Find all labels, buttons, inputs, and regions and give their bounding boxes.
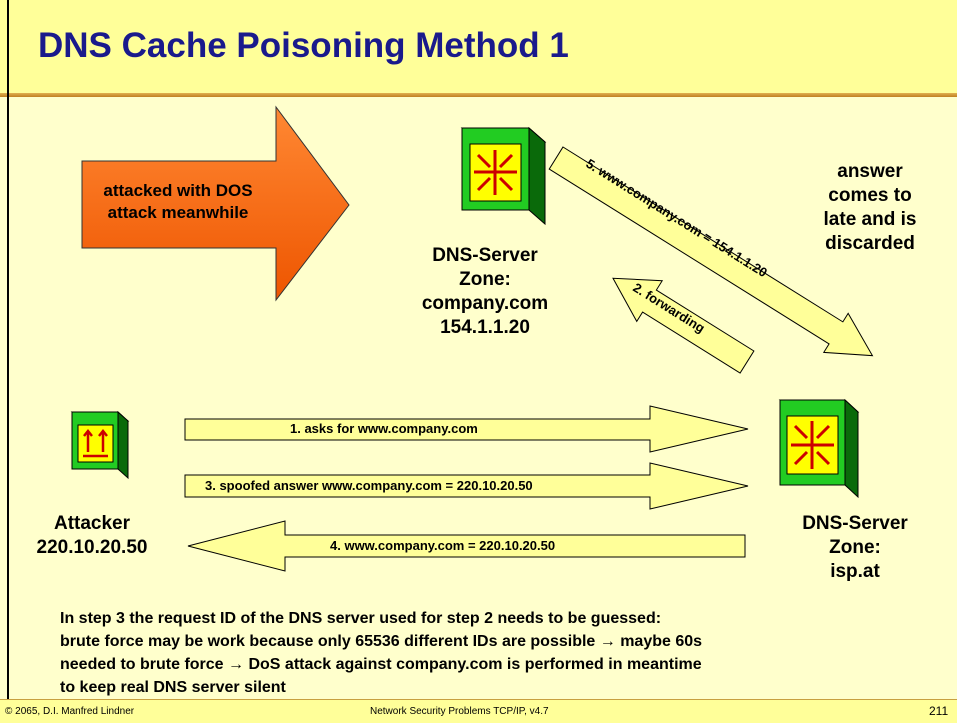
company-dns-server-label: DNS-Server Zone: company.com 154.1.1.20 [400,244,570,340]
company-dns-server-icon [460,126,547,226]
attacker-label: Attacker 220.10.20.50 [12,512,172,560]
note-line: needed to brute force → DoS attack again… [60,656,702,673]
note-line: In step 3 the request ID of the DNS serv… [60,610,662,627]
explanation-note: In step 3 the request ID of the DNS serv… [60,607,940,699]
dos-arrow-line1: attacked with DOS [103,181,253,200]
attacker-line: 220.10.20.50 [36,537,148,558]
isp-server-line: DNS-Server [802,513,908,534]
isp-dns-server-label: DNS-Server Zone: isp.at [780,512,930,584]
attacker-line: Attacker [53,513,131,534]
answer-note-line: late and is [823,209,917,230]
footer-page-number: 211 [929,704,949,718]
footer: © 2065, D.I. Manfred Lindner Network Sec… [0,699,957,723]
answer-discarded-note: answer comes to late and is discarded [790,160,950,256]
step2-arrow [612,277,755,374]
note-line: to keep real DNS server silent [60,679,286,696]
footer-copyright: © 2065, D.I. Manfred Lindner [5,706,135,717]
left-border [7,0,9,699]
title-bar: DNS Cache Poisoning Method 1 [0,0,957,96]
answer-note-line: comes to [828,185,912,206]
dos-arrow-line2: attack meanwhile [107,203,249,222]
answer-note-line: answer [837,161,903,182]
step3-arrow [184,462,749,510]
company-server-line: 154.1.1.20 [440,317,530,338]
company-server-line: company.com [421,293,549,314]
step5-arrow [548,146,874,357]
company-server-line: Zone: [459,269,511,290]
attacker-host-icon [70,410,130,480]
isp-server-line: Zone: [829,537,881,558]
dos-attack-arrow [81,105,350,302]
company-server-line: DNS-Server [432,245,538,266]
step5-label: 5. www.company.com = 154.1.1.20 [583,156,770,280]
title-underline [0,93,957,97]
step4-arrow [187,520,746,572]
step3-label: 3. spoofed answer www.company.com = 220.… [205,478,533,493]
dos-arrow-label: attacked with DOS attack meanwhile [88,180,268,224]
isp-server-line: isp.at [830,561,880,582]
answer-note-line: discarded [825,233,915,254]
page-title: DNS Cache Poisoning Method 1 [38,26,569,65]
step4-label: 4. www.company.com = 220.10.20.50 [330,538,556,553]
step1-arrow [184,405,749,453]
isp-dns-server-icon [778,398,860,499]
step1-label: 1. asks for www.company.com [290,421,478,436]
note-line: brute force may be work because only 655… [60,633,703,650]
footer-course: Network Security Problems TCP/IP, v4.7 [370,706,549,717]
